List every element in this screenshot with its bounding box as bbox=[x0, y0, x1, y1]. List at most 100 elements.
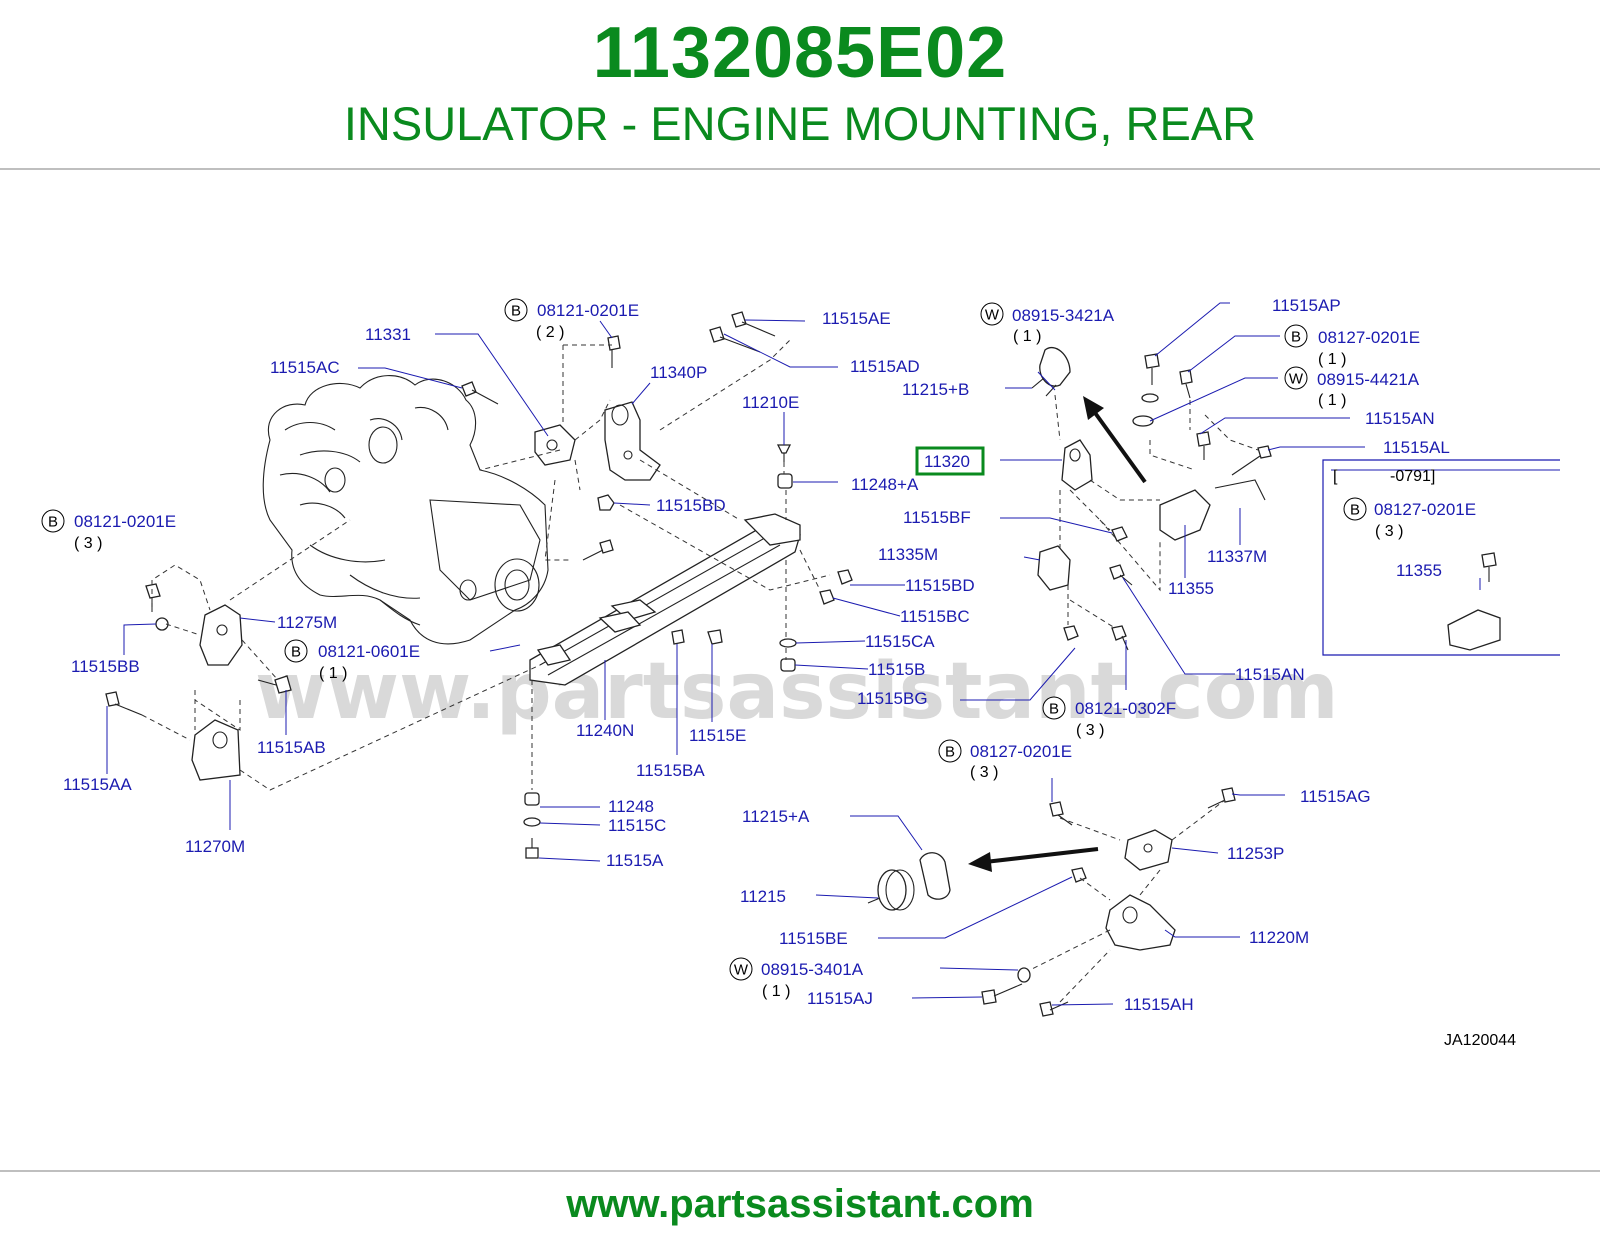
label-11335M: 11335M bbox=[878, 545, 938, 564]
label-b6-code: 08121-0302F bbox=[1075, 699, 1176, 718]
label-11515BB: 11515BB bbox=[71, 657, 140, 676]
label-11515BE: 11515BE bbox=[779, 929, 848, 948]
part-labels: 11331 11515AC 08121-0201E ( 2 ) 11515AE … bbox=[63, 296, 1516, 1049]
part-description: INSULATOR - ENGINE MOUNTING, REAR bbox=[343, 97, 1257, 150]
label-11320: 11320 bbox=[924, 452, 970, 471]
circle-b-1: B bbox=[504, 298, 528, 322]
label-11515AN-1: 11515AN bbox=[1365, 409, 1435, 428]
circle-w-2: W bbox=[1284, 366, 1308, 390]
label-11515BC: 11515BC bbox=[900, 607, 970, 626]
label-11275M: 11275M bbox=[277, 613, 337, 632]
label-b4-qty: ( 1 ) bbox=[1318, 351, 1346, 368]
label-b5-qty: ( 3 ) bbox=[1375, 523, 1403, 540]
label-11215: 11215 bbox=[740, 887, 786, 906]
svg-text:B: B bbox=[48, 514, 58, 531]
watermark-text: www.partsassistant.com bbox=[255, 647, 1339, 737]
label-w3-qty: ( 1 ) bbox=[762, 983, 790, 1000]
circle-b-7: B bbox=[938, 739, 962, 763]
label-11515B: 11515B bbox=[868, 660, 925, 679]
circle-b-5: B bbox=[1343, 497, 1367, 521]
inset-box bbox=[1322, 459, 1560, 656]
label-b5-code: 08127-0201E bbox=[1374, 500, 1476, 519]
label-11515AJ: 11515AJ bbox=[807, 989, 873, 1008]
label-11515AA: 11515AA bbox=[63, 775, 132, 794]
footer-url: www.partsassistant.com bbox=[566, 1182, 1034, 1226]
label-b2-code: 08121-0201E bbox=[74, 512, 176, 531]
circle-markers: B B B W B W B B B W bbox=[41, 298, 1367, 981]
label-w1-code: 08915-3421A bbox=[1012, 306, 1115, 325]
circle-b-2: B bbox=[41, 509, 65, 533]
label-w2-qty: ( 1 ) bbox=[1318, 392, 1346, 409]
label-b1-code: 08121-0201E bbox=[537, 301, 639, 320]
crossmember-drawing bbox=[529, 513, 801, 686]
label-11253P: 11253P bbox=[1227, 844, 1284, 863]
label-11355-2: 11355 bbox=[1396, 561, 1442, 580]
circle-b-6: B bbox=[1042, 696, 1066, 720]
svg-text:B: B bbox=[1291, 329, 1301, 346]
label-b6-qty: ( 3 ) bbox=[1076, 722, 1104, 739]
svg-text:B: B bbox=[945, 744, 955, 761]
label-w1-qty: ( 1 ) bbox=[1013, 328, 1041, 345]
svg-text:W: W bbox=[985, 307, 1000, 324]
label-11248A: 11248+A bbox=[851, 475, 919, 494]
svg-text:B: B bbox=[1049, 701, 1059, 718]
circle-w-3: W bbox=[729, 957, 753, 981]
label-11515AG: 11515AG bbox=[1300, 787, 1371, 806]
engine-drawing bbox=[262, 375, 549, 645]
label-11340P: 11340P bbox=[650, 363, 707, 382]
label-11215B: 11215+B bbox=[902, 380, 969, 399]
label-11515AD: 11515AD bbox=[850, 357, 920, 376]
footer-divider bbox=[0, 1170, 1600, 1172]
label-11355-1: 11355 bbox=[1168, 579, 1214, 598]
label-b1-qty: ( 2 ) bbox=[536, 324, 564, 341]
label-11515BG: 11515BG bbox=[857, 689, 928, 708]
label-b2-qty: ( 3 ) bbox=[74, 535, 102, 552]
label-b4-code: 08127-0201E bbox=[1318, 328, 1420, 347]
svg-text:W: W bbox=[1289, 371, 1304, 388]
circle-w-1: W bbox=[980, 302, 1004, 326]
svg-text:B: B bbox=[511, 303, 521, 320]
label-11240N: 11240N bbox=[576, 721, 634, 740]
label-11515BA: 11515BA bbox=[636, 761, 705, 780]
label-11215A: 11215+A bbox=[742, 807, 810, 826]
svg-text:W: W bbox=[734, 962, 749, 979]
label-11248: 11248 bbox=[608, 797, 654, 816]
label-w2-code: 08915-4421A bbox=[1317, 370, 1420, 389]
header-divider bbox=[0, 168, 1600, 170]
label-11515AE: 11515AE bbox=[822, 309, 891, 328]
label-11515E: 11515E bbox=[689, 726, 746, 745]
inset-range: -0791] bbox=[1390, 468, 1435, 485]
label-11210E: 11210E bbox=[742, 393, 799, 412]
inset-bracket: [ bbox=[1333, 468, 1338, 485]
label-11515A: 11515A bbox=[606, 851, 664, 870]
circle-b-3: B bbox=[284, 639, 308, 663]
label-b3-code: 08121-0601E bbox=[318, 642, 420, 661]
direction-arrows bbox=[968, 396, 1147, 872]
label-11515AL: 11515AL bbox=[1383, 438, 1450, 457]
part-number-title: 1132085E02 bbox=[592, 13, 1008, 93]
label-b7-qty: ( 3 ) bbox=[970, 764, 998, 781]
highlight-box-11320 bbox=[915, 446, 985, 476]
label-11515BF: 11515BF bbox=[903, 508, 971, 527]
label-11331: 11331 bbox=[365, 325, 411, 344]
label-11515AC: 11515AC bbox=[270, 358, 340, 377]
label-11220M: 11220M bbox=[1249, 928, 1309, 947]
circle-b-4: B bbox=[1284, 324, 1308, 348]
header: 1132085E02 INSULATOR - ENGINE MOUNTING, … bbox=[0, 0, 1600, 168]
diagram-reference: JA120044 bbox=[1444, 1032, 1516, 1049]
label-b3-qty: ( 1 ) bbox=[319, 665, 347, 682]
leader-lines bbox=[106, 302, 1560, 1006]
label-11515AH: 11515AH bbox=[1124, 995, 1194, 1014]
svg-text:B: B bbox=[291, 644, 301, 661]
label-11270M: 11270M bbox=[185, 837, 245, 856]
label-11515AB: 11515AB bbox=[257, 738, 326, 757]
label-w3-code: 08915-3401A bbox=[761, 960, 864, 979]
label-11515CA: 11515CA bbox=[865, 632, 935, 651]
label-11515C: 11515C bbox=[608, 816, 666, 835]
label-11515AN-2: 11515AN bbox=[1235, 665, 1305, 684]
hardware-drawings bbox=[105, 311, 1501, 1017]
label-11515BD-1: 11515BD bbox=[656, 496, 726, 515]
label-11515AP: 11515AP bbox=[1272, 296, 1341, 315]
label-11337M: 11337M bbox=[1207, 547, 1267, 566]
